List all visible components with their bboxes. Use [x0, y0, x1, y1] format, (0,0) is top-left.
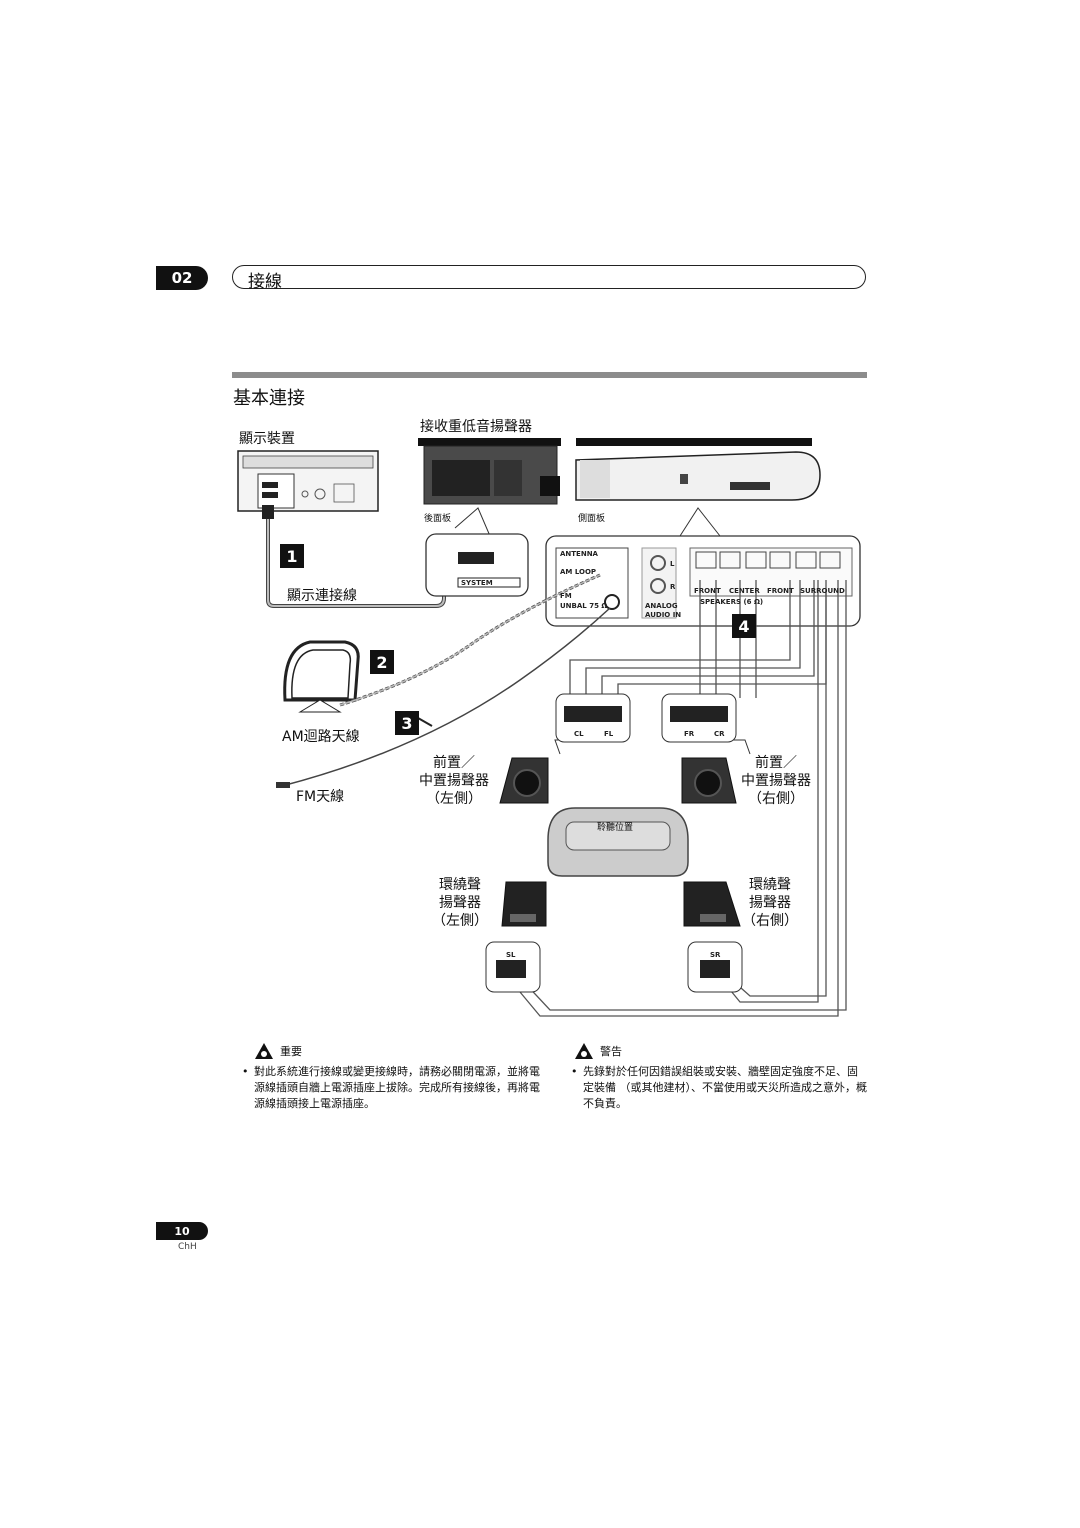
panel-label-unbal: UNBAL 75 Ω [560, 602, 607, 610]
panel-label-surround: SURROUND [800, 587, 845, 595]
surround-left-speaker-icon [501, 881, 547, 927]
step-1-badge: 1 [280, 544, 304, 568]
label-display-cable: 顯示連接線 [287, 588, 357, 604]
section-rule [232, 372, 867, 378]
important-note: • 對此系統進行接線或變更接線時，請務必關閉電源，並將電源線插頭自牆上電源插座上… [242, 1065, 540, 1110]
front-right-speaker-icon [681, 757, 737, 804]
label-fm-antenna: FM天線 [296, 789, 345, 805]
chapter-title-bar [232, 265, 866, 289]
label-front-right: 前置／ 中置揚聲器 （右側） [741, 755, 811, 807]
listening-position-sofa-illustration [547, 807, 689, 877]
panel-label-speakers: SPEAKERS (6 Ω) [700, 598, 763, 606]
panel-label-antenna: ANTENNA [560, 550, 599, 558]
panel-label-front-right: FRONT [767, 587, 794, 595]
label-rear-panel: 後面板 [424, 514, 452, 524]
panel-label-l: L [670, 560, 675, 568]
label-listening-position: 聆聽位置 [597, 823, 634, 833]
am-loop-antenna-illustration [283, 640, 360, 713]
terminal-label-sr: SR [710, 951, 721, 959]
label-front-left: 前置／ 中置揚聲器 （左側） [419, 755, 489, 807]
label-am-antenna: AM迴路天線 [282, 729, 360, 745]
label-display-unit: 顯示裝置 [239, 431, 295, 447]
step-4-badge: 4 [732, 614, 756, 638]
receiver-rear-illustration [418, 438, 561, 505]
display-unit-illustration [237, 450, 379, 512]
warning-note-heading: 警告 [574, 1042, 622, 1060]
caution-hand-icon [255, 1043, 273, 1059]
front-left-speaker-icon [499, 757, 549, 804]
panel-label-fm: FM [560, 592, 572, 600]
section-title: 基本連接 [233, 388, 305, 409]
panel-label-front-left: FRONT [694, 587, 721, 595]
chapter-title: 接線 [248, 272, 282, 292]
page-language-code: ChH [178, 1242, 197, 1252]
label-side-panel: 側面板 [578, 514, 606, 524]
terminal-label-fl: FL [604, 730, 614, 738]
receiver-side-illustration [575, 438, 821, 501]
label-surround-right: 環繞聲 揚聲器 （右側） [742, 877, 798, 929]
warning-hand-icon [575, 1043, 593, 1059]
panel-label-analog: ANALOG [645, 602, 678, 610]
terminal-label-sl: SL [506, 951, 516, 959]
panel-label-am-loop: AM LOOP [560, 568, 596, 576]
step-3-badge: 3 [395, 711, 419, 735]
label-subwoofer-receiver: 接收重低音揚聲器 [420, 419, 532, 435]
important-note-heading: 重要 [254, 1042, 302, 1060]
label-surround-left: 環繞聲 揚聲器 （左側） [432, 877, 488, 929]
step-2-badge: 2 [370, 650, 394, 674]
panel-label-audio-in: AUDIO IN [645, 611, 681, 619]
terminal-label-fr: FR [684, 730, 695, 738]
surround-right-speaker-icon [683, 881, 741, 927]
panel-label-center: CENTER [729, 587, 760, 595]
page-number: 10 [156, 1222, 208, 1240]
terminal-label-cl: CL [574, 730, 584, 738]
chapter-number-badge: 02 [156, 266, 208, 290]
terminal-label-cr: CR [714, 730, 725, 738]
panel-label-r: R [670, 583, 676, 591]
panel-label-system: SYSTEM [461, 579, 493, 587]
warning-note: • 先錄對於任何因錯誤組裝或安裝、牆壁固定強度不足、固定裝備 （或其他建材）、不… [571, 1065, 867, 1110]
